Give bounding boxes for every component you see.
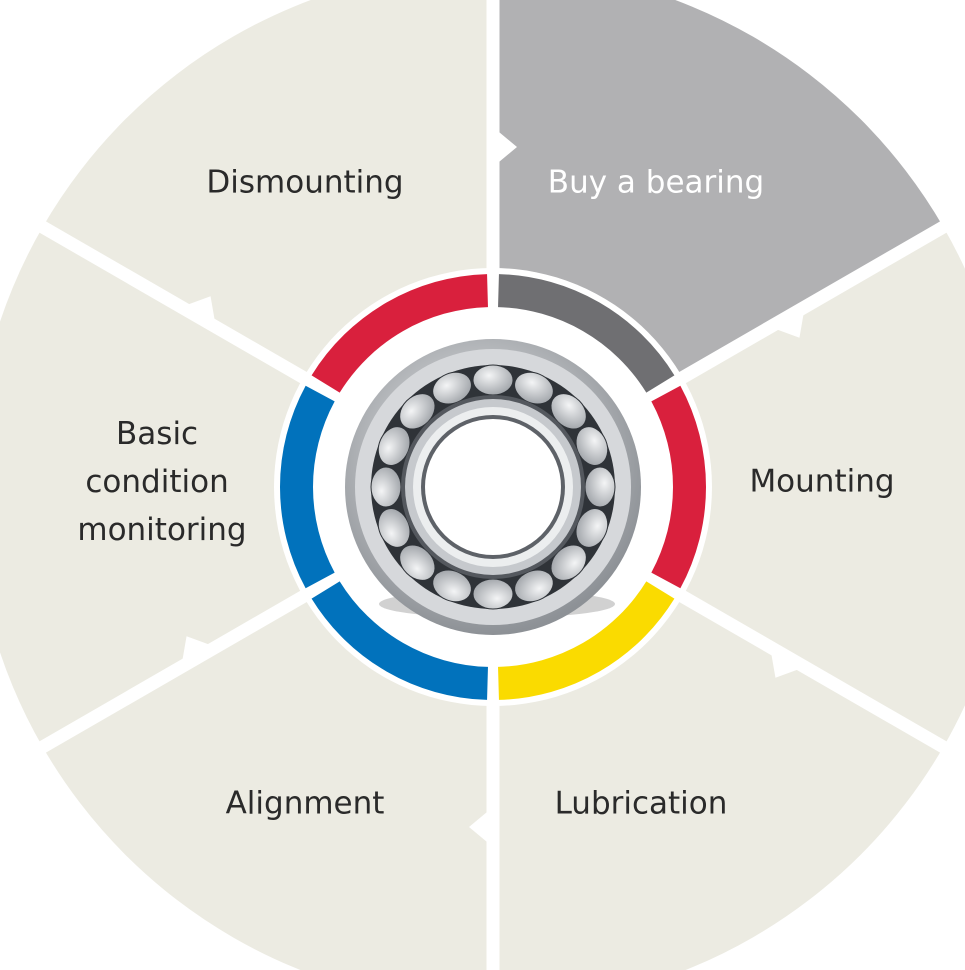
segment-label-mounting: Mounting — [749, 464, 894, 500]
segment-label-condition-line-1: Basic — [116, 416, 198, 452]
ring-arc-buy — [498, 274, 675, 393]
segment-labels: Buy a bearing Mounting Lubrication Align… — [77, 165, 894, 822]
ring-arc-dismounting — [311, 274, 488, 393]
segment-condition[interactable] — [0, 227, 493, 747]
flow-arrow-icon — [770, 647, 805, 678]
segment-label-dismounting: Dismounting — [206, 165, 403, 201]
ring-arc-alignment — [311, 581, 488, 700]
bearing-roller — [514, 371, 554, 405]
bearing-roller — [472, 578, 514, 610]
bearing-roller — [370, 466, 402, 508]
bearing-roller — [399, 393, 436, 430]
ring-arc-condition — [280, 385, 335, 589]
flow-arrow-icon — [181, 296, 216, 327]
flow-arrow-icon — [469, 807, 493, 847]
separator-line — [674, 587, 956, 758]
bearing-roller — [377, 508, 411, 548]
flow-arrow-icon — [770, 307, 805, 338]
separator-line — [30, 216, 312, 387]
segment-label-lubrication: Lubrication — [555, 786, 728, 822]
segment-mounting[interactable] — [493, 227, 965, 747]
segment-separators — [30, 0, 956, 970]
ring-arc-mounting — [651, 385, 707, 589]
spherical-roller-bearing-icon — [345, 339, 641, 635]
segment-label-buy: Buy a bearing — [548, 165, 764, 201]
segment-label-condition: Basic condition monitoring — [77, 416, 246, 548]
bearing-roller — [472, 364, 514, 396]
ring-arc-lubrication — [498, 581, 675, 700]
flow-arrow-icon — [493, 127, 517, 167]
segment-label-condition-line-2: condition — [85, 464, 228, 500]
segment-label-alignment: Alignment — [226, 786, 385, 822]
segment-label-condition-line-3: monitoring — [77, 512, 246, 548]
bearing-roller — [584, 466, 616, 508]
flow-arrow-icon — [181, 636, 216, 667]
separator-line — [674, 216, 956, 387]
separator-line — [30, 587, 312, 758]
